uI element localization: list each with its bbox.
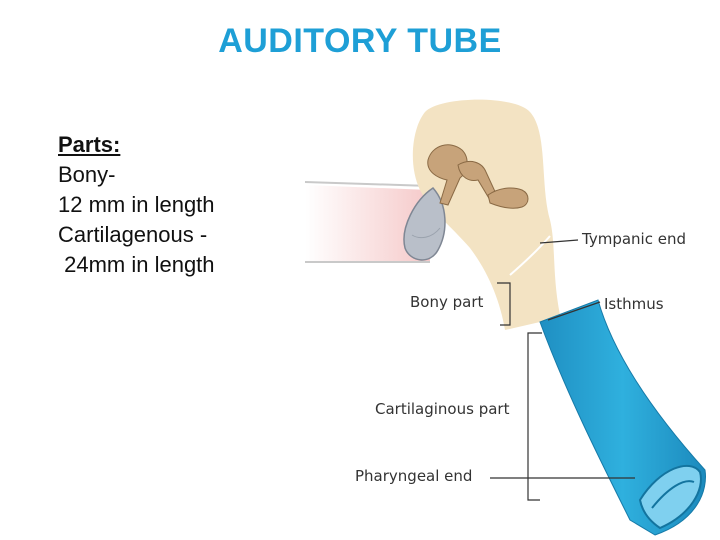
notes-text: Parts: Bony- 12 mm in length Cartilageno… <box>58 130 215 280</box>
bony-part-bracket <box>497 282 511 326</box>
parts-heading: Parts: <box>58 132 121 157</box>
label-pharyngeal-end: Pharyngeal end <box>355 467 473 485</box>
cartilaginous-part-bracket <box>527 332 542 501</box>
label-isthmus: Isthmus <box>604 295 664 313</box>
label-bony-part: Bony part <box>410 293 484 311</box>
ear-canal <box>305 185 430 262</box>
notes-line: Bony- <box>58 162 116 187</box>
stapes <box>487 187 529 209</box>
isthmus-leader <box>547 301 601 321</box>
tympanic-membrane <box>403 187 446 261</box>
label-tympanic-end: Tympanic end <box>582 230 686 248</box>
notes-line: 12 mm in length <box>58 192 215 217</box>
notes-line: 24mm in length <box>58 252 215 277</box>
tympanic-end-leader <box>539 239 579 244</box>
slide-title: AUDITORY TUBE <box>218 22 502 60</box>
notes-line: Cartilagenous - <box>58 222 208 247</box>
label-cartilaginous-part: Cartilaginous part <box>375 400 510 418</box>
